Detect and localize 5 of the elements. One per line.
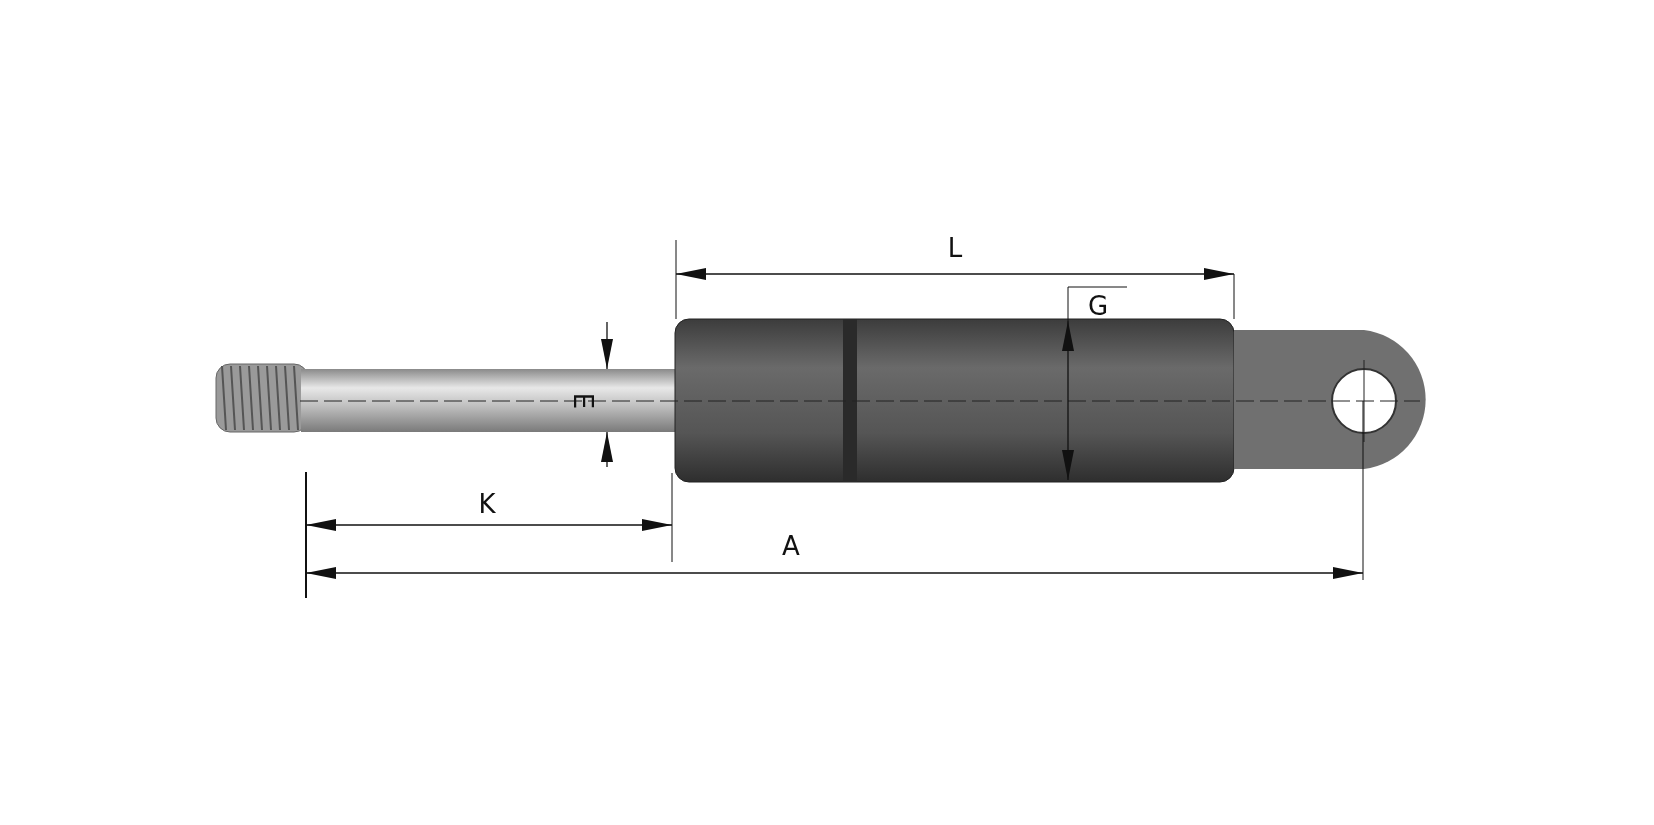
dimension-label: K bbox=[478, 491, 496, 517]
dimension-label: E bbox=[570, 392, 596, 410]
dimension-label: L bbox=[947, 235, 963, 261]
dimension-label: G bbox=[1087, 293, 1109, 319]
dimension-label: A bbox=[782, 533, 800, 559]
